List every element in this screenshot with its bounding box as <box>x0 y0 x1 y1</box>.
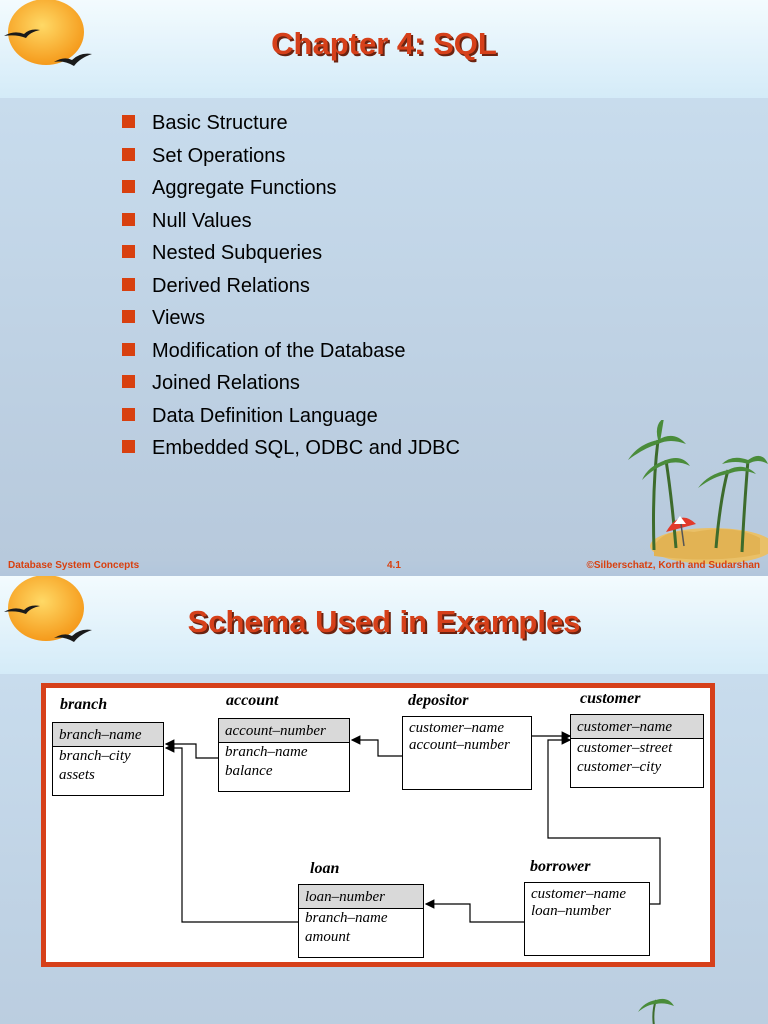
list-item: Set Operations <box>122 143 460 176</box>
primary-key-attribute: customer–name <box>571 715 703 739</box>
topic-list: Basic Structure Set Operations Aggregate… <box>122 110 460 468</box>
palm-island-icon <box>624 420 768 570</box>
relation-customer: customer–name customer–street customer–c… <box>570 714 704 788</box>
list-item: Data Definition Language <box>122 403 460 436</box>
fk-depositor-account <box>352 740 402 756</box>
relation-branch: branch–name branch–city assets <box>52 722 164 796</box>
attribute: customer–street <box>571 739 703 758</box>
list-item: Embedded SQL, ODBC and JDBC <box>122 435 460 468</box>
relation-borrower: customer–name loan–number <box>524 882 650 956</box>
relation-title-branch: branch <box>60 696 107 714</box>
attribute: customer–name <box>403 717 531 736</box>
list-item: Modification of the Database <box>122 338 460 371</box>
bullet-square-icon <box>122 213 135 226</box>
attribute: branch–city <box>53 747 163 766</box>
schema-diagram: branch branch–name branch–city assets ac… <box>41 683 715 967</box>
bullet-square-icon <box>122 278 135 291</box>
bullet-square-icon <box>122 148 135 161</box>
list-item: Nested Subqueries <box>122 240 460 273</box>
attribute: customer–city <box>571 758 703 777</box>
primary-key-attribute: branch–name <box>53 723 163 747</box>
relation-title-customer: customer <box>580 690 640 708</box>
attribute: branch–name <box>219 743 349 762</box>
footer-page-number: 4.1 <box>387 560 401 571</box>
bullet-square-icon <box>122 180 135 193</box>
footer-copyright: ©Silberschatz, Korth and Sudarshan <box>586 560 760 571</box>
bullet-square-icon <box>122 245 135 258</box>
relation-depositor: customer–name account–number <box>402 716 532 790</box>
primary-key-attribute: loan–number <box>299 885 423 909</box>
attribute: account–number <box>403 736 531 755</box>
bullet-square-icon <box>122 440 135 453</box>
relation-loan: loan–number branch–name amount <box>298 884 424 958</box>
relation-title-loan: loan <box>310 860 339 878</box>
bullet-square-icon <box>122 310 135 323</box>
bullet-square-icon <box>122 375 135 388</box>
primary-key-attribute: account–number <box>219 719 349 743</box>
list-item: Basic Structure <box>122 110 460 143</box>
list-item: Null Values <box>122 208 460 241</box>
attribute: assets <box>53 766 163 785</box>
list-item: Joined Relations <box>122 370 460 403</box>
slide-title: Chapter 4: SQL <box>0 26 768 62</box>
list-item: Aggregate Functions <box>122 175 460 208</box>
bullet-square-icon <box>122 408 135 421</box>
attribute: balance <box>219 762 349 781</box>
slide-2: Schema Used in Examples <box>0 576 768 1024</box>
relation-title-account: account <box>226 692 278 710</box>
relation-title-depositor: depositor <box>408 692 468 710</box>
list-item: Derived Relations <box>122 273 460 306</box>
attribute: branch–name <box>299 909 423 928</box>
attribute: customer–name <box>525 883 649 902</box>
fk-borrower-loan <box>426 904 524 922</box>
slide-title: Schema Used in Examples <box>0 604 768 640</box>
list-item: Views <box>122 305 460 338</box>
bullet-square-icon <box>122 115 135 128</box>
bullet-square-icon <box>122 343 135 356</box>
attribute: amount <box>299 928 423 947</box>
slide-1: Chapter 4: SQL Basic Structure Set Opera… <box>0 0 768 576</box>
relation-title-borrower: borrower <box>530 858 590 876</box>
fk-account-branch <box>166 744 218 758</box>
footer-course-title: Database System Concepts <box>8 560 139 571</box>
attribute: loan–number <box>525 902 649 921</box>
relation-account: account–number branch–name balance <box>218 718 350 792</box>
palm-island-icon <box>630 996 680 1024</box>
